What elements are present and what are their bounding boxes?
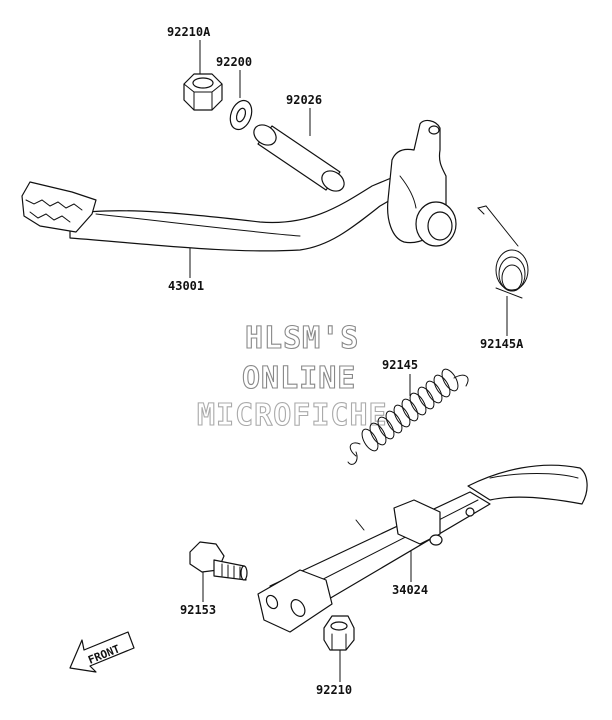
front-direction-arrow: FRONT [69, 631, 135, 673]
label-92145A[interactable]: 92145A [480, 337, 524, 351]
part-92210A-hex-nut[interactable] [183, 73, 223, 111]
watermark-line2: ONLINE [242, 361, 356, 396]
watermark-line3: MICROFICHE [197, 398, 388, 433]
label-92026[interactable]: 92026 [286, 93, 322, 107]
part-34024-side-stand[interactable] [257, 464, 588, 633]
label-43001[interactable]: 43001 [168, 279, 204, 293]
part-92153-bolt[interactable] [189, 541, 248, 581]
watermark: HLSM'S ONLINE MICROFICHE [196, 320, 388, 433]
part-92026-collar[interactable] [250, 121, 348, 196]
label-92200[interactable]: 92200 [216, 55, 252, 69]
part-92145A-return-spring[interactable] [477, 205, 529, 299]
part-43001-brake-pedal[interactable] [21, 119, 457, 252]
part-92145-stand-spring[interactable] [347, 367, 469, 465]
part-92210-nut[interactable] [323, 615, 355, 651]
label-92210A[interactable]: 92210A [167, 25, 211, 39]
label-34024[interactable]: 34024 [392, 583, 428, 597]
watermark-line1: HLSM'S [245, 321, 359, 356]
label-92153[interactable]: 92153 [180, 603, 216, 617]
part-92200-washer[interactable] [226, 97, 255, 132]
label-92145[interactable]: 92145 [382, 358, 418, 372]
label-92210[interactable]: 92210 [316, 683, 352, 697]
